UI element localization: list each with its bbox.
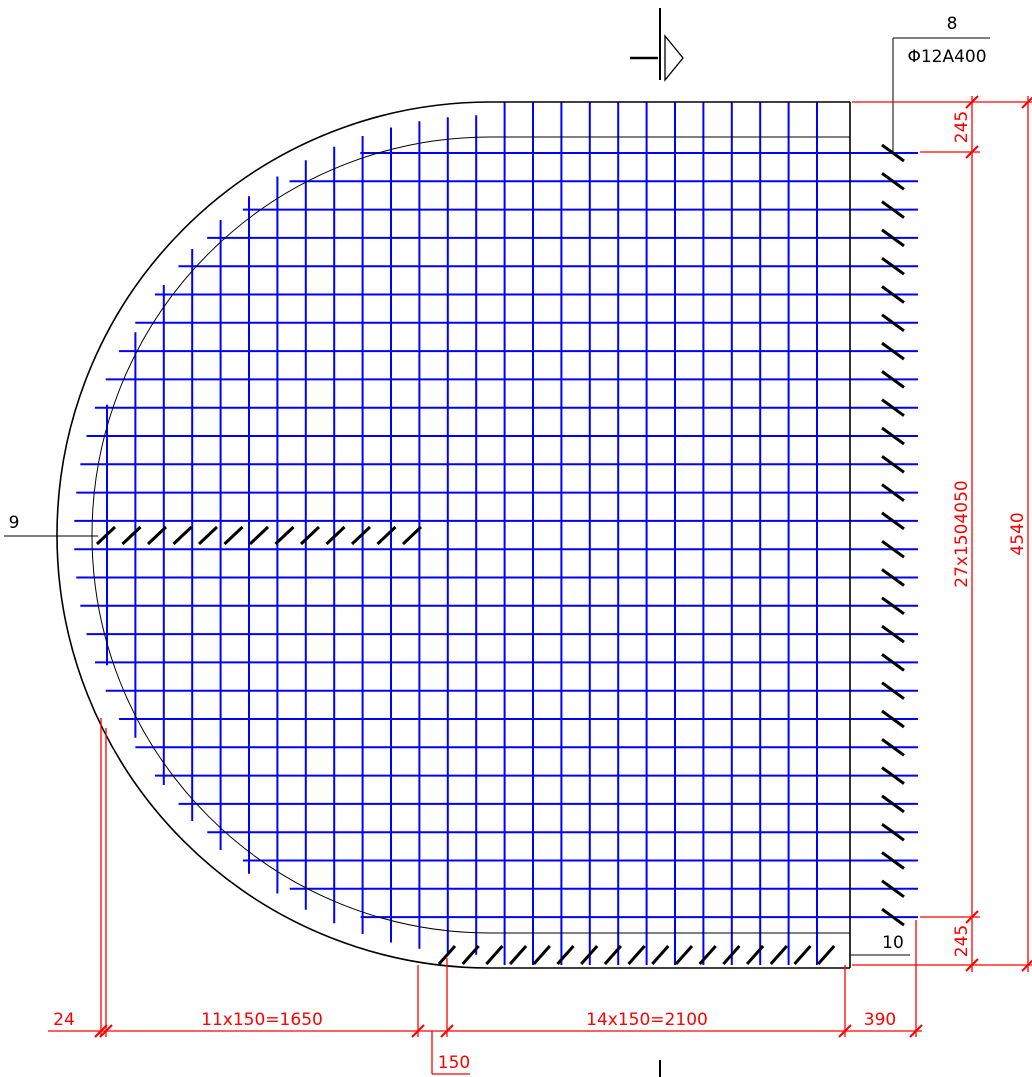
- tick-mark: [881, 738, 905, 757]
- tick-mark: [437, 945, 457, 965]
- callout-10-number: 10: [882, 933, 904, 953]
- tick-mark: [580, 945, 599, 965]
- bar-tick-marks: [95, 143, 905, 965]
- tick-mark: [817, 945, 836, 965]
- tick-mark: [881, 143, 905, 163]
- callout-9-number: 9: [9, 513, 20, 533]
- tick-mark: [881, 370, 905, 389]
- tick-mark: [376, 525, 397, 546]
- right-dimensions: 245 245 27x1504050 4540: [852, 95, 1032, 972]
- dim-gap: 150: [438, 1053, 470, 1073]
- tick-mark: [485, 945, 504, 965]
- tick-mark: [508, 945, 528, 965]
- dim-spacing-right: 14x150=2100: [586, 1010, 708, 1030]
- tick-mark: [698, 945, 717, 965]
- tick-mark: [722, 945, 741, 965]
- tick-mark: [881, 624, 905, 644]
- tick-mark: [172, 525, 193, 546]
- tick-mark: [401, 525, 423, 546]
- tick-mark: [223, 525, 244, 546]
- tick-mark: [603, 945, 623, 965]
- dim-spacing-left: 11x150=1650: [201, 1010, 323, 1030]
- dim-bottom-offset: 245: [952, 925, 972, 957]
- tick-mark: [881, 285, 905, 304]
- slab-inner-edge: [91, 136, 850, 934]
- callout-8-number: 8: [947, 14, 958, 34]
- dim-top-offset: 245: [952, 111, 972, 143]
- tick-mark: [881, 511, 905, 531]
- tick-mark: [532, 945, 551, 965]
- tick-mark: [881, 426, 905, 446]
- tick-mark: [299, 525, 321, 546]
- tick-mark: [881, 596, 905, 616]
- tick-mark: [881, 879, 905, 899]
- tick-mark: [881, 200, 905, 219]
- tick-mark: [881, 398, 905, 417]
- tick-mark: [881, 851, 905, 870]
- tick-mark: [350, 525, 372, 546]
- dim-right-cover: 390: [864, 1010, 896, 1030]
- dim-overall-height: 4540: [1008, 512, 1028, 555]
- tick-mark: [881, 228, 905, 248]
- slab-outer-edge: [56, 101, 850, 969]
- tick-mark: [881, 681, 905, 700]
- dim-vertical-spacing: 27x1504050: [952, 480, 972, 587]
- tick-mark: [881, 455, 905, 474]
- tick-mark: [674, 945, 694, 965]
- tick-mark: [881, 709, 905, 729]
- tick-mark: [745, 945, 765, 965]
- callout-8: 8 Φ12A400: [892, 14, 990, 152]
- tick-mark: [556, 945, 575, 965]
- tick-mark: [881, 822, 905, 842]
- tick-mark: [197, 525, 219, 546]
- tick-mark: [881, 568, 905, 587]
- tick-mark: [769, 945, 788, 965]
- tick-mark: [95, 525, 117, 546]
- tick-mark: [881, 794, 905, 814]
- tick-mark: [881, 766, 905, 785]
- tick-mark: [325, 525, 346, 546]
- tick-mark: [274, 525, 295, 546]
- dim-left-cover: 24: [53, 1010, 75, 1030]
- tick-mark: [881, 313, 905, 333]
- callout-8-spec: Φ12A400: [907, 47, 986, 67]
- callout-9: 9: [4, 513, 98, 537]
- tick-mark: [881, 539, 905, 559]
- tick-mark: [881, 256, 905, 276]
- tick-mark: [881, 653, 905, 672]
- callout-10: 10: [850, 933, 910, 956]
- tick-mark: [146, 525, 168, 546]
- bottom-dimensions: 24 11x150=1650 150 14x150=2100 390: [48, 718, 923, 1075]
- tick-mark: [461, 945, 480, 965]
- tick-mark: [881, 341, 905, 361]
- tick-mark: [793, 945, 812, 965]
- tick-mark: [881, 483, 905, 502]
- section-mark-top: [630, 8, 684, 82]
- tick-mark: [248, 525, 270, 546]
- tick-mark: [627, 945, 646, 965]
- tick-mark: [881, 172, 905, 191]
- tick-mark: [121, 525, 142, 546]
- tick-mark: [881, 907, 905, 927]
- tick-mark: [651, 945, 670, 965]
- rebar-grid: [74, 102, 918, 965]
